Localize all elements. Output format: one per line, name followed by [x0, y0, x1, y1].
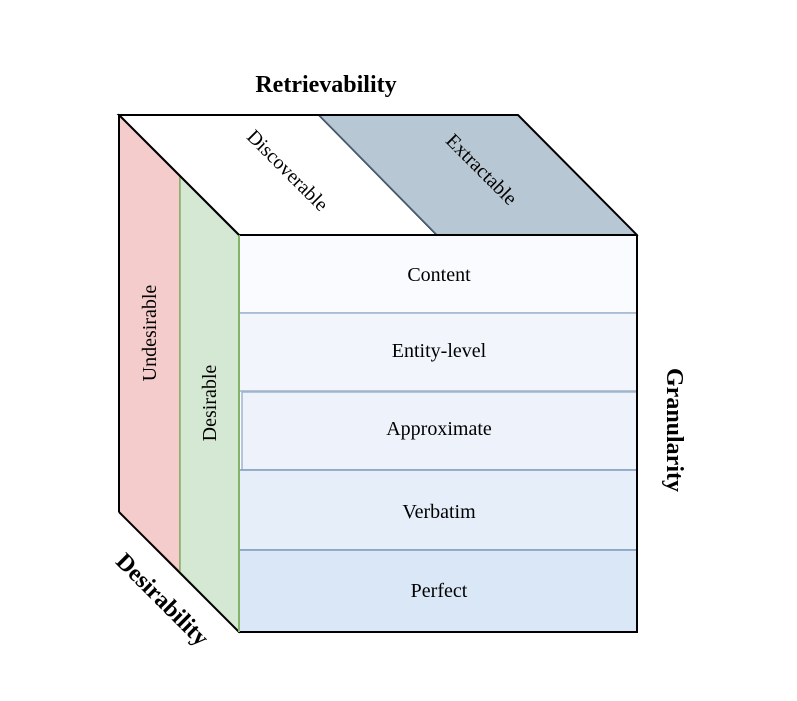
granularity-row-perfect	[238, 549, 638, 633]
axis-title-granularity: Granularity	[661, 368, 687, 492]
granularity-label-perfect: Perfect	[411, 580, 468, 602]
granularity-label-verbatim: Verbatim	[402, 501, 476, 523]
granularity-label-content: Content	[407, 264, 471, 286]
desirability-label-desirable: Desirable	[199, 365, 221, 442]
granularity-row-approximate	[241, 391, 638, 471]
axis-title-retrievability: Retrievability	[255, 72, 396, 98]
cube-edge-diagonal	[118, 114, 240, 236]
granularity-row-entity-level	[238, 312, 638, 392]
granularity-label-approximate: Approximate	[386, 418, 492, 440]
desirability-label-undesirable: Undesirable	[139, 285, 161, 382]
granularity-row-verbatim	[238, 469, 638, 551]
granularity-label-entity-level: Entity-level	[392, 340, 487, 362]
